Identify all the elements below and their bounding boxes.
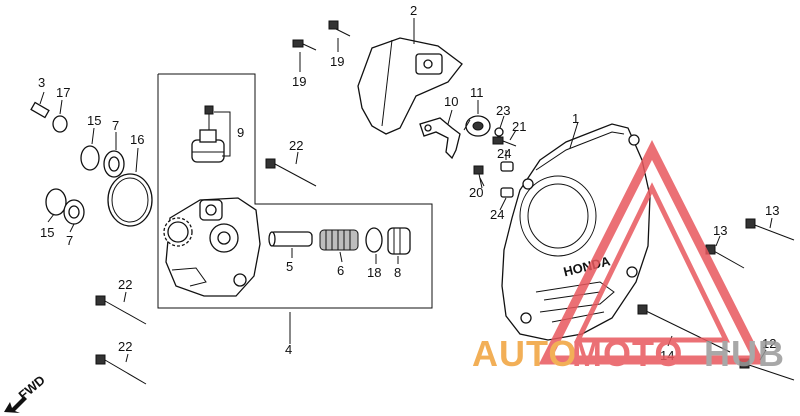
watermark-triangle-logo — [538, 140, 766, 365]
collar-7-upper — [103, 150, 125, 178]
label-part-20: 20 — [469, 185, 483, 200]
label-part-7-lower: 7 — [66, 233, 73, 248]
oring-16 — [107, 173, 153, 227]
label-part-13-upper: 13 — [765, 203, 779, 218]
bolt-23 — [494, 127, 504, 137]
bracket-10 — [419, 117, 461, 160]
bolt-22-lower-left — [95, 354, 147, 385]
label-part-6: 6 — [337, 263, 344, 278]
watermark: AUTO MOTO HUB — [472, 140, 785, 374]
fwd-indicator: FWD — [4, 372, 48, 413]
label-part-5: 5 — [286, 259, 293, 274]
watermark-text-auto: AUTO — [472, 333, 577, 374]
label-part-4: 4 — [285, 342, 292, 357]
label-part-3: 3 — [38, 75, 45, 90]
fwd-label: FWD — [16, 372, 48, 403]
label-part-17: 17 — [56, 85, 70, 100]
washer-18 — [365, 227, 383, 253]
part-labels: 2 19 19 3 17 15 7 16 15 7 9 22 10 11 23 … — [38, 3, 779, 363]
label-part-2: 2 — [410, 3, 417, 18]
label-part-11: 11 — [470, 85, 484, 100]
bolt-19-right — [328, 20, 351, 37]
plug-8 — [387, 227, 411, 255]
bolt-13-upper — [745, 218, 795, 241]
dowel-24-lower — [500, 187, 514, 198]
roller-11 — [463, 115, 491, 137]
label-part-15-upper: 15 — [87, 113, 101, 128]
label-part-1: 1 — [572, 111, 579, 126]
bolt-14 — [637, 304, 731, 353]
label-part-18: 18 — [367, 265, 381, 280]
oring-15-upper — [80, 145, 100, 171]
label-part-22-upper-left: 22 — [118, 277, 132, 292]
watermark-text-hub: HUB — [704, 333, 785, 374]
pump-valve-9 — [191, 105, 225, 163]
oil-pump-body — [163, 197, 261, 297]
oil-pump-group-outline — [157, 73, 433, 309]
shaft-5 — [268, 231, 313, 247]
label-part-19-left: 19 — [292, 74, 306, 89]
bolt-22-upper-left — [95, 295, 147, 325]
bolt-22-middle — [265, 158, 317, 187]
label-part-21: 21 — [512, 119, 526, 134]
bolt-3 — [30, 101, 50, 119]
oring-15-lower — [45, 188, 67, 216]
bolt-19-left — [292, 39, 317, 51]
fwd-arrow-icon — [4, 396, 27, 413]
label-part-19-right: 19 — [330, 54, 344, 69]
label-part-10: 10 — [444, 94, 458, 109]
label-part-15-lower: 15 — [40, 225, 54, 240]
dowel-24-upper — [500, 161, 514, 172]
label-part-13-lower: 13 — [713, 223, 727, 238]
label-part-16: 16 — [130, 132, 144, 147]
watermark-text-moto: MOTO — [572, 333, 683, 374]
bolt-21 — [492, 136, 517, 147]
cover-plate-2 — [357, 37, 463, 135]
label-part-22-middle: 22 — [289, 138, 303, 153]
label-part-9: 9 — [237, 125, 244, 140]
label-part-23: 23 — [496, 103, 510, 118]
label-part-8: 8 — [394, 265, 401, 280]
spring-6 — [319, 229, 359, 251]
crankcase-cover-1: HONDA — [501, 123, 651, 341]
oring-17 — [52, 115, 68, 133]
label-part-24-upper: 24 — [497, 146, 511, 161]
label-part-7-upper: 7 — [112, 118, 119, 133]
label-part-12: 12 — [762, 336, 776, 351]
collar-7-lower — [63, 199, 85, 225]
leader-lines — [39, 18, 773, 363]
label-part-24-lower: 24 — [490, 207, 504, 222]
bolt-20 — [473, 165, 484, 189]
label-part-22-lower-left: 22 — [118, 339, 132, 354]
